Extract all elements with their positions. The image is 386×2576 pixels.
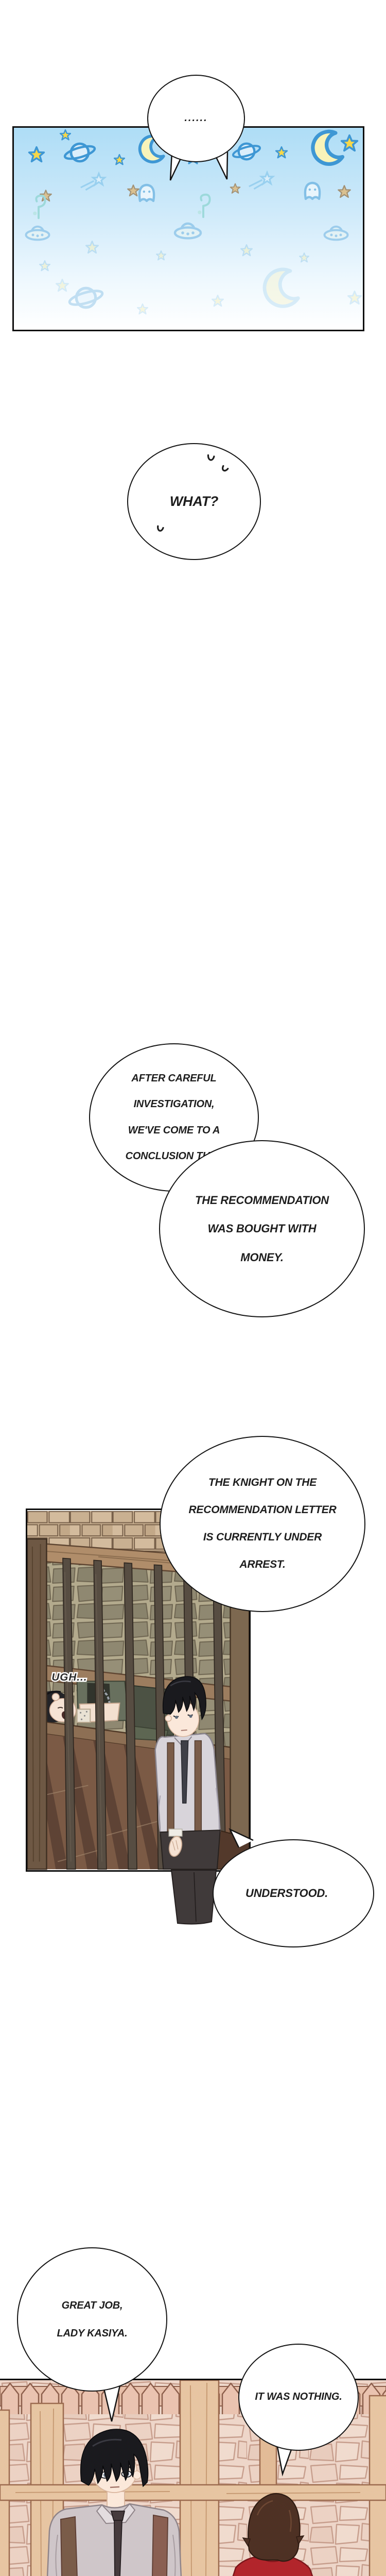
bubble-text: GREAT JOB, LADY KASIYA. xyxy=(57,2299,128,2339)
bandaged-hand xyxy=(76,1708,91,1723)
chains xyxy=(100,1684,111,1704)
tie xyxy=(114,2520,122,2576)
prison-visitor xyxy=(154,1676,221,1870)
great-job-bubble-tail xyxy=(102,2383,121,2422)
visitor-hair xyxy=(162,1676,206,1721)
bubble-text: THE KNIGHT ON THE RECOMMENDATION LETTER … xyxy=(188,1477,337,1571)
speech-bubble-great-job: GREAT JOB, LADY KASIYA. xyxy=(17,2247,167,2392)
speech-bubble-what: WHAT? xyxy=(127,443,261,560)
visitor-legs-overflow xyxy=(170,1870,217,1925)
surprise-tick-icons xyxy=(157,454,229,532)
suspender xyxy=(194,1740,202,1832)
bubble-text: ...... xyxy=(184,112,208,124)
speech-bubble-nothing: IT WAS NOTHING. xyxy=(238,2344,359,2451)
suspender xyxy=(152,2514,169,2576)
nothing-bubble-tail xyxy=(276,2444,293,2477)
sfx-ugh: UGH... xyxy=(51,1671,87,1683)
speech-bubble-bought: THE RECOMMENDATION WAS BOUGHT WITH MONEY… xyxy=(159,1140,365,1317)
suspender xyxy=(60,2516,78,2576)
hallway-man xyxy=(46,2429,182,2576)
bubble-text: UNDERSTOOD. xyxy=(245,1887,328,1900)
red-shirt-person xyxy=(232,2493,313,2576)
speech-bubble-knight: THE KNIGHT ON THE RECOMMENDATION LETTER … xyxy=(160,1436,365,1612)
speech-bubble-ellipsis: ...... xyxy=(147,75,245,162)
gate-post-left xyxy=(27,1538,47,1870)
speech-bubble-understood: UNDERSTOOD. xyxy=(213,1839,374,1947)
bubble-text: WHAT? xyxy=(169,494,219,510)
bubble-text: IT WAS NOTHING. xyxy=(255,2391,342,2403)
red-person-hair xyxy=(248,2493,301,2562)
timber-frame xyxy=(0,2380,386,2576)
bubble-text: AFTER CAREFUL INVESTIGATION, WE'VE COME … xyxy=(125,1072,223,1162)
understood-bubble-tail xyxy=(229,1828,254,1848)
suspender xyxy=(167,1742,174,1833)
tie xyxy=(181,1740,189,1804)
panel-hallway xyxy=(0,2379,386,2576)
bubble-text: THE RECOMMENDATION WAS BOUGHT WITH MONEY… xyxy=(195,1193,329,1264)
hallway-illustration xyxy=(0,2380,386,2576)
